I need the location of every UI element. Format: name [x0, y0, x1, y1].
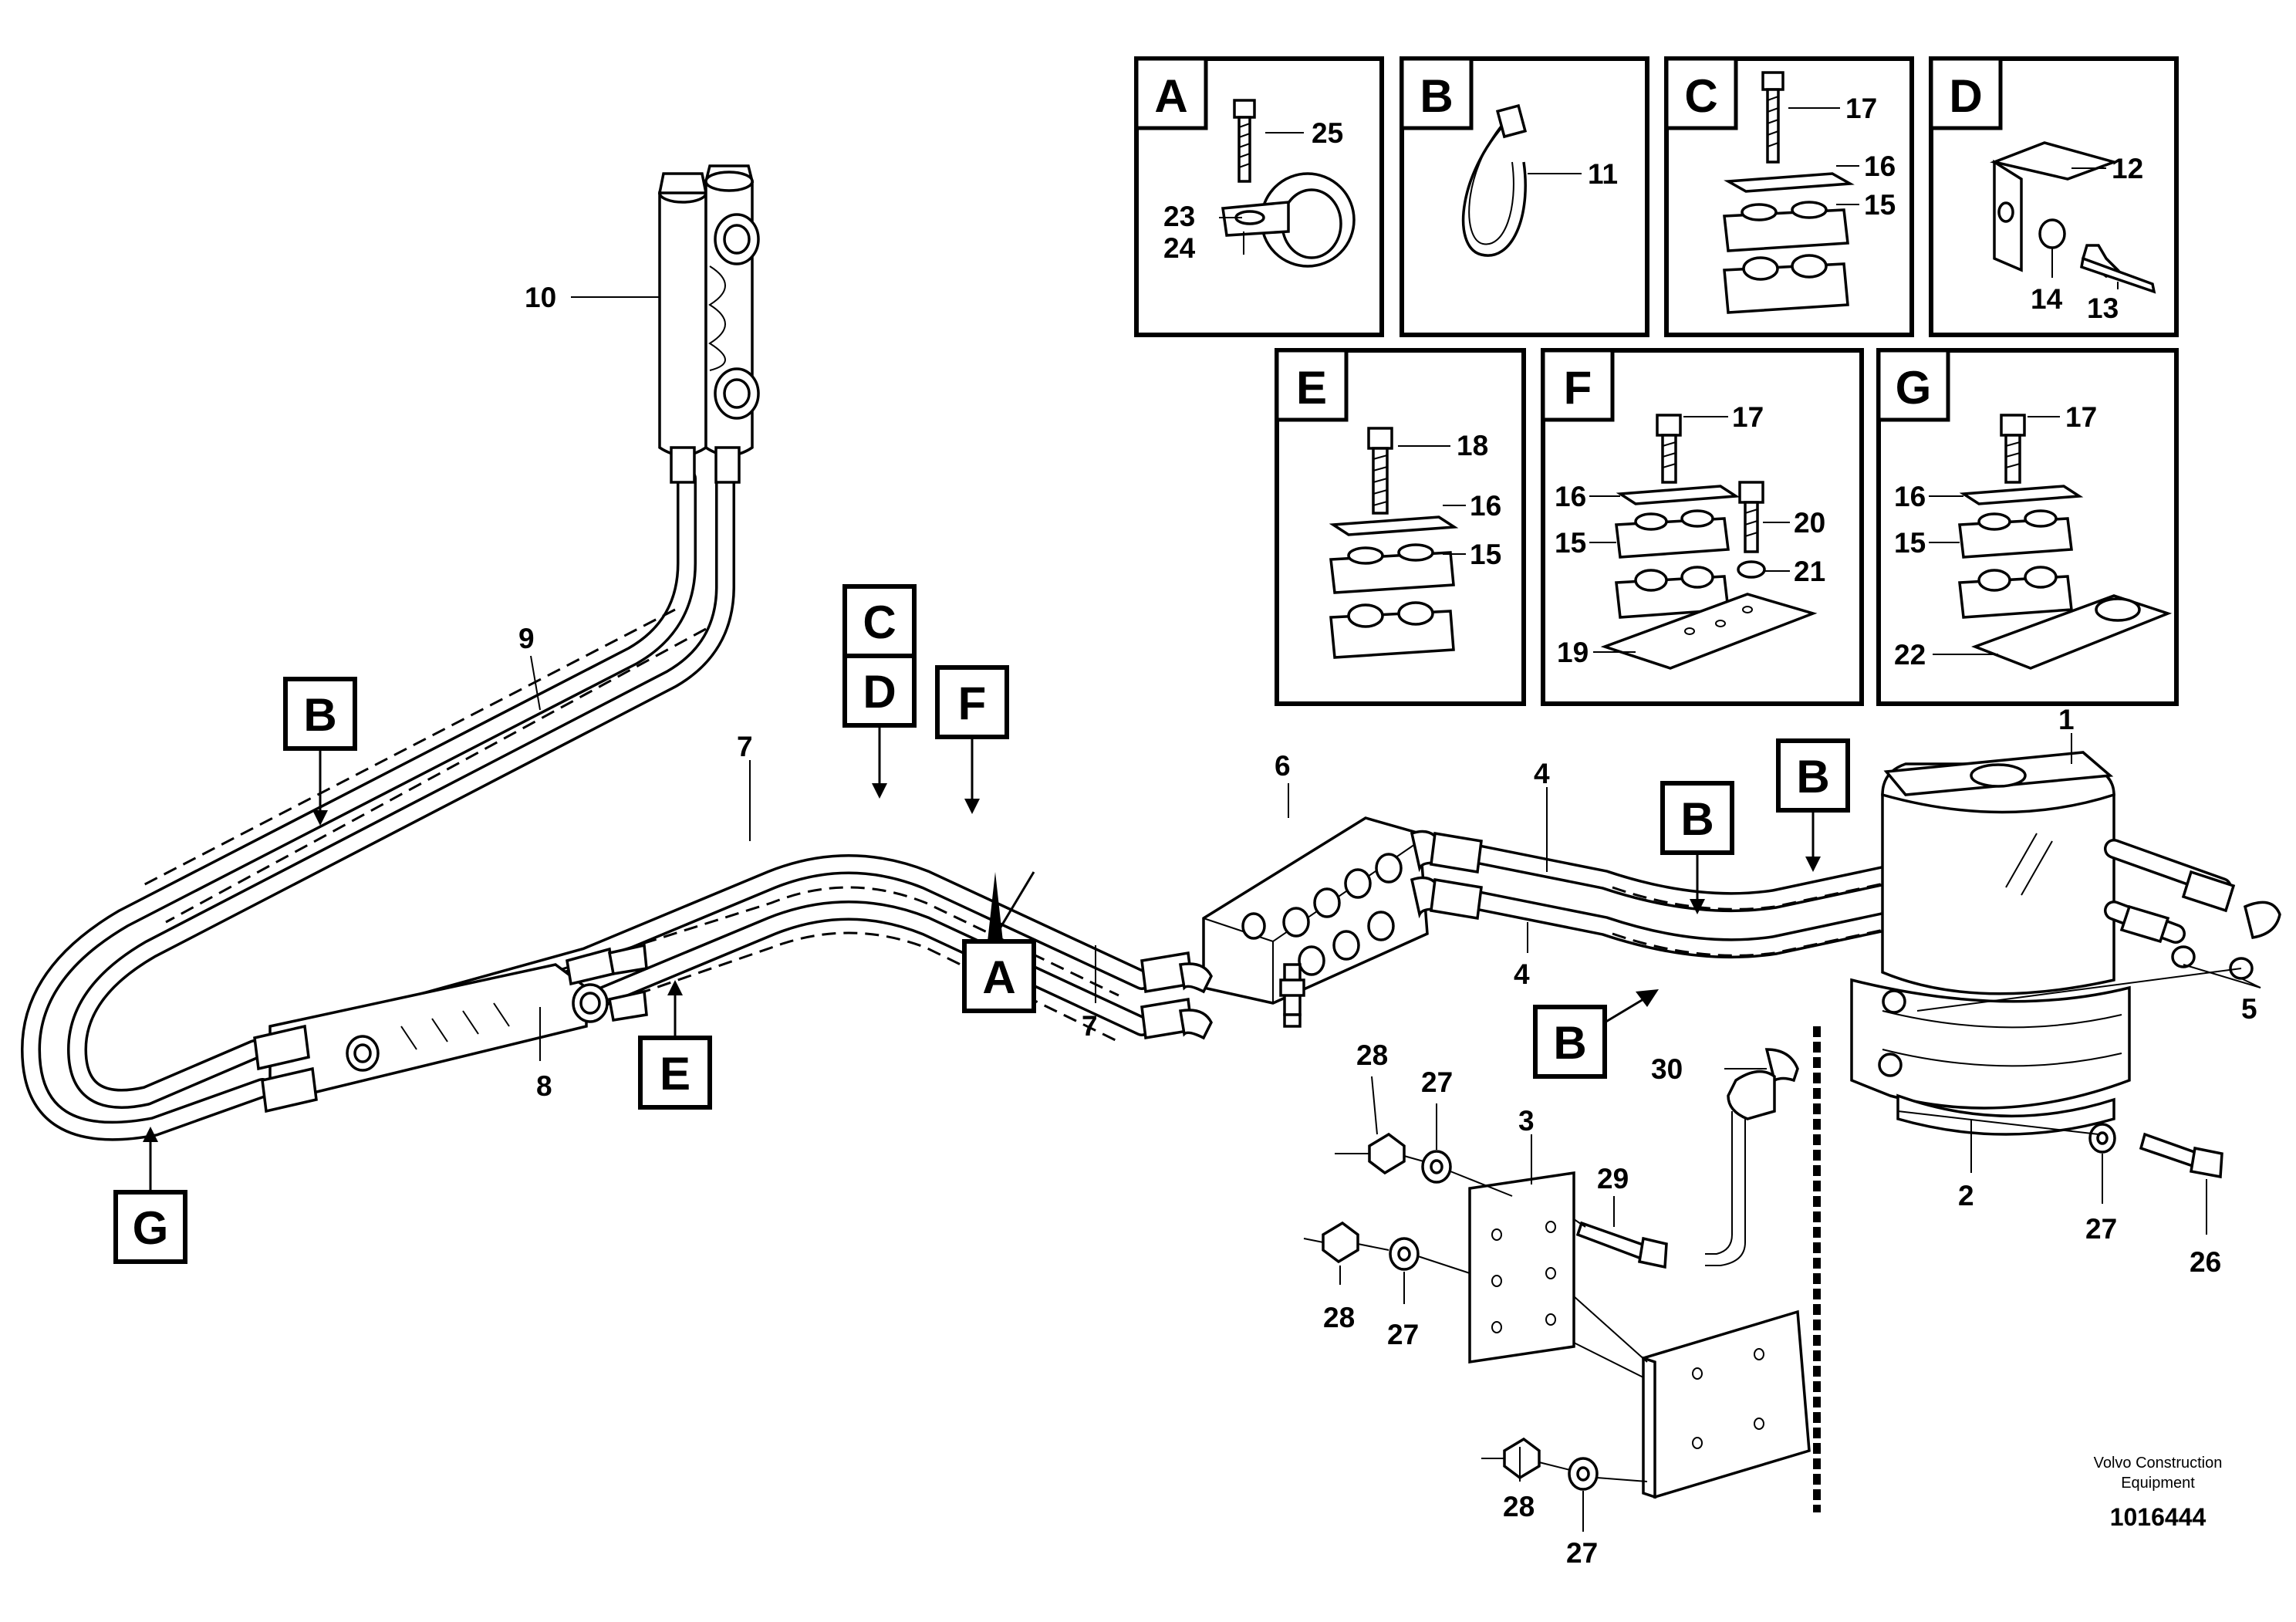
detail-box-label: C: [1684, 70, 1717, 122]
callout-27: 27: [1566, 1537, 1598, 1569]
svg-text:B: B: [1553, 1017, 1586, 1069]
ref-marker-c-top: C: [842, 584, 917, 658]
svg-text:G: G: [133, 1202, 169, 1254]
svg-text:B: B: [1680, 793, 1714, 845]
ref-marker-a-mid: A: [962, 871, 1036, 1013]
ref-marker-b-right-b: B: [1776, 738, 1850, 872]
svg-text:B: B: [1796, 751, 1829, 803]
company-line1: Volvo Construction: [2094, 1455, 2223, 1472]
callout-4: 4: [1514, 958, 1530, 990]
ref-marker-b-right-c: B: [1533, 989, 1659, 1079]
detail-box-f: F 17 16 15 20 21 19: [1541, 348, 1864, 706]
ref-marker-g-left: G: [113, 1127, 187, 1264]
callout-17: 17: [1732, 401, 1764, 433]
ref-marker-f-top: F: [935, 665, 1009, 814]
callout-28: 28: [1323, 1302, 1355, 1333]
callout-13: 13: [2087, 292, 2119, 324]
detail-box-label: G: [1896, 362, 1932, 414]
callout-2: 2: [1958, 1180, 1974, 1211]
callout-16: 16: [1555, 481, 1586, 512]
detail-box-c: C 17 16 15: [1664, 56, 1914, 337]
callout-9: 9: [518, 623, 535, 654]
callout-27: 27: [1421, 1066, 1453, 1098]
callout-12: 12: [2112, 153, 2143, 184]
company-line2: Equipment: [2121, 1475, 2195, 1492]
callout-17: 17: [2065, 401, 2097, 433]
callout-10: 10: [525, 282, 556, 313]
ref-marker-d-top: D: [842, 654, 917, 799]
callout-26: 26: [2190, 1246, 2221, 1278]
detail-box-label: F: [1564, 362, 1592, 414]
svg-text:C: C: [863, 596, 896, 648]
detail-box-label: B: [1420, 70, 1453, 122]
callout-23: 23: [1163, 201, 1195, 232]
callout-28: 28: [1503, 1491, 1535, 1522]
callout-15: 15: [1470, 539, 1501, 570]
callout-16: 16: [1470, 490, 1501, 522]
callout-15: 15: [1864, 189, 1896, 221]
detail-box-d: D 12 14 13: [1929, 56, 2179, 337]
callout-20: 20: [1794, 507, 1825, 539]
callout-21: 21: [1794, 556, 1825, 587]
callout-19: 19: [1557, 637, 1589, 668]
callout-22: 22: [1894, 639, 1926, 671]
callout-7: 7: [1082, 1010, 1098, 1042]
callout-6: 6: [1275, 750, 1291, 782]
detail-box-label: A: [1154, 70, 1187, 122]
callout-15: 15: [1894, 527, 1926, 559]
detail-box-label: E: [1296, 362, 1327, 414]
callout-7: 7: [737, 731, 753, 762]
callout-15: 15: [1555, 527, 1586, 559]
document-number: 1016444: [2110, 1503, 2207, 1531]
callout-4: 4: [1534, 758, 1550, 789]
callout-30: 30: [1651, 1053, 1683, 1085]
svg-text:B: B: [303, 689, 336, 741]
ref-marker-b-right-a: B: [1660, 781, 1734, 914]
callout-29: 29: [1597, 1163, 1629, 1195]
callout-28: 28: [1356, 1039, 1388, 1071]
callout-8: 8: [536, 1070, 552, 1102]
detail-box-b: B 11: [1400, 56, 1649, 337]
callout-3: 3: [1518, 1105, 1535, 1137]
callout-16: 16: [1864, 150, 1896, 182]
callout-17: 17: [1845, 93, 1877, 124]
callout-14: 14: [2031, 283, 2063, 315]
callout-25: 25: [1312, 117, 1343, 149]
svg-text:D: D: [863, 666, 896, 718]
callout-1: 1: [2058, 704, 2075, 735]
detail-box-a: A 25 23 24: [1134, 56, 1384, 337]
detail-box-g: G 17 16 15 22: [1876, 348, 2179, 706]
callout-27: 27: [1387, 1319, 1419, 1350]
ref-marker-b-left: B: [283, 677, 357, 826]
callout-16: 16: [1894, 481, 1926, 512]
part-callouts: 10 9 7 7 8 6 4 4 1 5 2 30 3 29 28 27 28 …: [518, 282, 2261, 1569]
callout-24: 24: [1163, 232, 1196, 264]
callout-11: 11: [1588, 158, 1618, 190]
callout-5: 5: [2241, 993, 2257, 1025]
detail-box-label: D: [1949, 70, 1982, 122]
callout-27: 27: [2085, 1213, 2117, 1245]
svg-text:A: A: [982, 951, 1015, 1003]
callout-18: 18: [1457, 430, 1488, 461]
corner-block: Volvo Construction Equipment 1016444: [2094, 1455, 2223, 1531]
svg-text:F: F: [958, 678, 987, 729]
ref-marker-e-mid: E: [638, 980, 712, 1110]
svg-text:E: E: [660, 1048, 690, 1100]
detail-box-e: E 18 16 15: [1275, 348, 1526, 706]
